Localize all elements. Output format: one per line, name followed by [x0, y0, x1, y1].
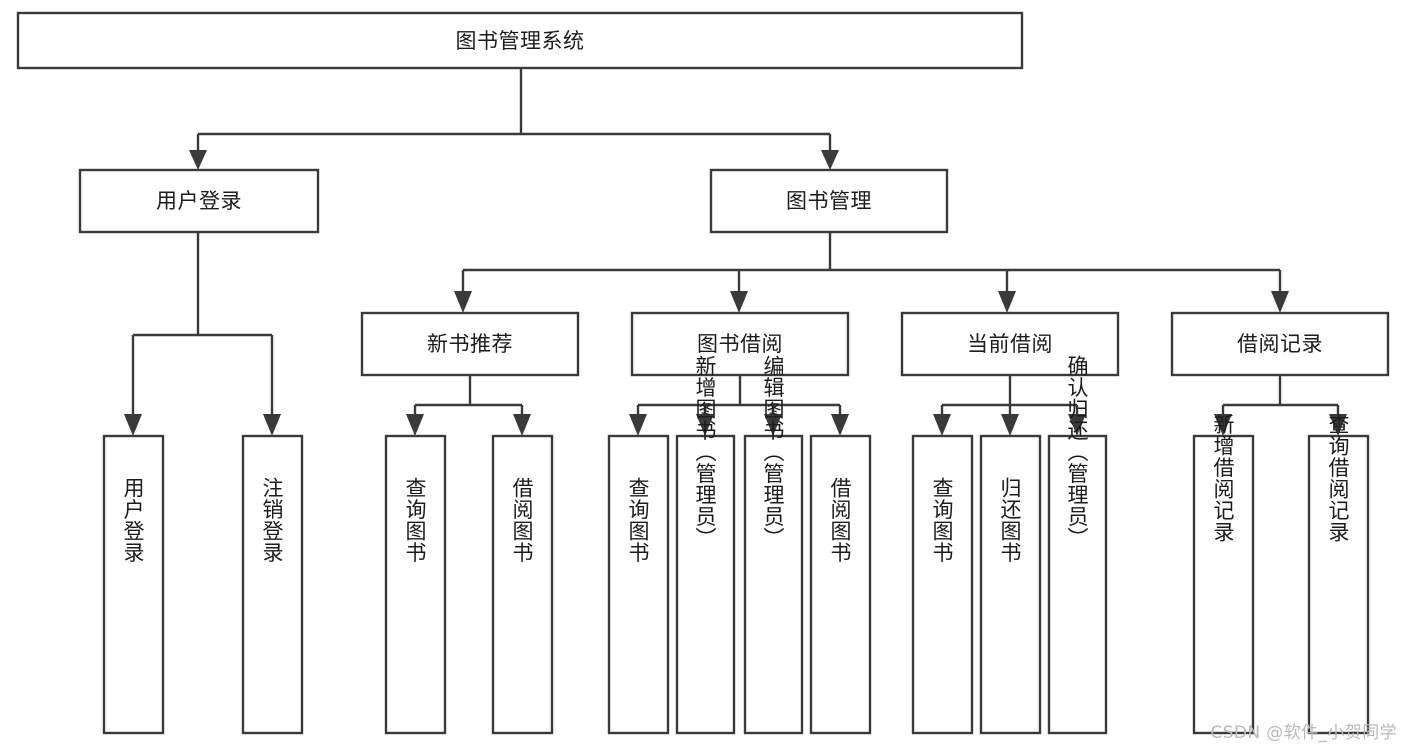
edges-layer: [124, 68, 1347, 436]
node-leaf-record-query[interactable]: 查询借阅记录: [1307, 414, 1370, 735]
node-book-manage[interactable]: 图书管理: [709, 168, 949, 234]
node-leaf-user-login-box[interactable]: [102, 434, 165, 735]
node-leaf-current-query-book[interactable]: 查询图书: [911, 434, 974, 735]
node-leaf-current-query-book-box[interactable]: [911, 434, 974, 735]
node-leaf-borrow-edit-book-box[interactable]: [743, 434, 804, 735]
arrow-borrow-leaf-4: [831, 414, 849, 436]
node-leaf-borrow-add-book[interactable]: 新增图书（管理员）: [675, 355, 736, 735]
node-leaf-user-login-label: 用户登录: [121, 477, 145, 563]
node-new-book-recommend-box[interactable]: [360, 311, 580, 377]
node-borrow-record-box[interactable]: [1170, 311, 1390, 377]
node-leaf-borrow-edit-book-label: 编辑图书（管理员）: [761, 355, 785, 549]
arrow-borrow-leaf-2: [696, 414, 714, 436]
arrow-current-leaf-1: [933, 414, 951, 436]
node-new-book-recommend-label: 新书推荐: [427, 332, 513, 356]
node-leaf-user-login[interactable]: 用户登录: [102, 434, 165, 735]
node-current-borrow[interactable]: 当前借阅: [900, 311, 1120, 377]
arrow-root-to-book-manage: [821, 150, 839, 170]
node-leaf-recommend-borrow-book-box[interactable]: [491, 434, 554, 735]
arrow-borrow-leaf-1: [629, 414, 647, 436]
arrow-borrow-leaf-3: [764, 414, 782, 436]
arrow-user-login-leaf-1: [124, 414, 142, 436]
node-leaf-borrow-add-book-label: 新增图书（管理员）: [693, 355, 717, 549]
node-leaf-recommend-query-book-label: 查询图书: [403, 477, 427, 563]
arrow-current-leaf-2: [1001, 414, 1019, 436]
arrow-book-manage-child-4: [1271, 291, 1289, 313]
arrow-record-leaf-1: [1214, 414, 1232, 436]
node-leaf-current-return-book-label: 归还图书: [998, 477, 1022, 563]
node-leaf-record-query-label: 查询借阅记录: [1326, 414, 1350, 543]
node-leaf-borrow-query-book[interactable]: 查询图书: [607, 434, 670, 735]
node-root[interactable]: 图书管理系统: [16, 11, 1024, 70]
node-leaf-recommend-borrow-book-label: 借阅图书: [510, 477, 534, 563]
arrow-recommend-leaf-2: [513, 414, 531, 436]
node-leaf-user-logout-box[interactable]: [241, 434, 304, 735]
node-new-book-recommend[interactable]: 新书推荐: [360, 311, 580, 377]
node-leaf-user-logout[interactable]: 注销登录: [241, 434, 304, 735]
node-leaf-recommend-query-book-box[interactable]: [384, 434, 447, 735]
node-book-borrow-box[interactable]: [630, 311, 850, 377]
node-leaf-borrow-borrow-book-label: 借阅图书: [828, 477, 852, 563]
node-leaf-borrow-add-book-box[interactable]: [675, 434, 736, 735]
node-leaf-current-confirm-return[interactable]: 确认归还（管理员）: [1047, 355, 1108, 735]
node-current-borrow-label: 当前借阅: [967, 332, 1053, 356]
node-user-login[interactable]: 用户登录: [78, 168, 320, 234]
csdn-watermark: CSDN @软件_小贺同学: [1210, 723, 1397, 743]
node-leaf-borrow-query-book-label: 查询图书: [626, 477, 650, 563]
arrow-book-manage-child-1: [454, 291, 472, 313]
arrow-recommend-leaf-1: [406, 414, 424, 436]
node-book-manage-label: 图书管理: [786, 189, 872, 213]
node-book-borrow-label: 图书借阅: [697, 332, 783, 356]
node-user-login-label: 用户登录: [156, 189, 242, 213]
node-root-box[interactable]: [16, 11, 1024, 70]
node-leaf-record-query-box[interactable]: [1307, 434, 1370, 735]
node-root-label: 图书管理系统: [456, 29, 585, 53]
node-leaf-record-add-box[interactable]: [1192, 434, 1255, 735]
node-leaf-borrow-edit-book[interactable]: 编辑图书（管理员）: [743, 355, 804, 735]
node-leaf-borrow-borrow-book-box[interactable]: [809, 434, 872, 735]
node-leaf-current-confirm-return-label: 确认归还（管理员）: [1065, 355, 1089, 549]
node-leaf-current-confirm-return-box[interactable]: [1047, 434, 1108, 735]
node-leaf-current-query-book-label: 查询图书: [930, 477, 954, 563]
node-leaf-borrow-borrow-book[interactable]: 借阅图书: [809, 434, 872, 735]
node-current-borrow-box[interactable]: [900, 311, 1120, 377]
arrow-book-manage-child-2: [730, 291, 748, 313]
node-leaf-borrow-query-book-box[interactable]: [607, 434, 670, 735]
node-borrow-record[interactable]: 借阅记录: [1170, 311, 1390, 377]
node-leaf-current-return-book-box[interactable]: [979, 434, 1042, 735]
node-leaf-user-logout-label: 注销登录: [260, 477, 284, 563]
node-borrow-record-label: 借阅记录: [1237, 332, 1323, 356]
arrow-user-login-leaf-2: [263, 414, 281, 436]
arrow-book-manage-child-3: [998, 291, 1016, 313]
node-leaf-recommend-query-book[interactable]: 查询图书: [384, 434, 447, 735]
node-book-borrow[interactable]: 图书借阅: [630, 311, 850, 377]
node-leaf-record-add[interactable]: 新增借阅记录: [1192, 414, 1255, 735]
arrow-record-leaf-2: [1329, 414, 1347, 436]
node-leaf-recommend-borrow-book[interactable]: 借阅图书: [491, 434, 554, 735]
arrow-current-leaf-3: [1068, 414, 1086, 436]
node-book-manage-box[interactable]: [709, 168, 949, 234]
node-user-login-box[interactable]: [78, 168, 320, 234]
node-leaf-current-return-book[interactable]: 归还图书: [979, 434, 1042, 735]
node-leaf-record-add-label: 新增借阅记录: [1211, 414, 1235, 543]
arrow-root-to-user-login: [189, 150, 207, 170]
